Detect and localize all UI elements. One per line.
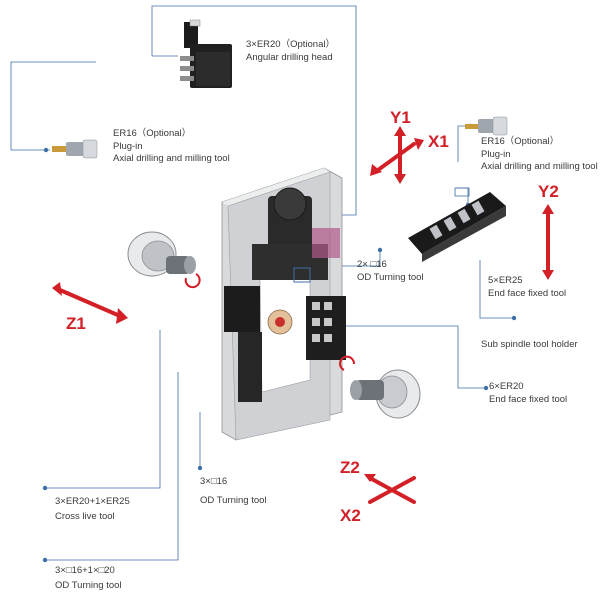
er25-name: End face fixed tool: [488, 287, 567, 299]
od-3x16-label: 3×□16 OD Turning tool: [200, 476, 267, 507]
od-combo-name: OD Turning tool: [55, 579, 122, 591]
left-spindle-illustration: [127, 231, 201, 289]
sub-spindle-holder-illustration: [408, 187, 506, 262]
er16-left-tool-illustration: [52, 139, 98, 159]
er16-left-label: ER16（Optional） Plug-in Axial drilling an…: [113, 128, 230, 166]
angular-head-spec: 3×ER20（Optional）: [246, 39, 335, 50]
axis-label-y1: Y1: [390, 108, 411, 127]
right-spindle-illustration: [339, 355, 421, 419]
er16-right-label: ER16（Optional） Plug-in Axial drilling an…: [481, 136, 598, 174]
er16-right-type: Plug-in: [481, 148, 511, 160]
leader-lines: [10, 5, 514, 561]
cross-live-label: 3×ER20+1×ER25 Cross live tool: [55, 496, 130, 523]
er20-6-spec: 6×ER20: [489, 381, 524, 392]
motion-arrows: [52, 126, 554, 504]
od-combo-label: 3×□16+1×□20 OD Turning tool: [55, 565, 122, 592]
cross-live-spec: 3×ER20+1×ER25: [55, 496, 130, 507]
od-2x16-spec: 2× □16: [357, 259, 387, 270]
turret-illustration: [221, 167, 346, 441]
axis-label-z1: Z1: [66, 314, 86, 333]
axis-label-z2: Z2: [340, 458, 360, 477]
er25-spec: 5×ER25: [488, 275, 523, 286]
od-combo-spec: 3×□16+1×□20: [55, 565, 115, 576]
axis-label-y2: Y2: [538, 182, 559, 201]
angular-drilling-head-illustration: [180, 19, 232, 88]
er20-6-label: 6×ER20 End face fixed tool: [489, 381, 567, 406]
axis-label-x2: X2: [340, 506, 361, 525]
axis-label-x1: X1: [428, 132, 449, 151]
od-3x16-name: OD Turning tool: [200, 494, 267, 506]
angular-head-name: Angular drilling head: [246, 51, 333, 63]
er16-left-type: Plug-in: [113, 140, 143, 152]
sub-spindle-label: Sub spindle tool holder: [481, 339, 578, 352]
od-2x16-label: 2× □16 OD Turning tool: [357, 259, 424, 284]
er16-right-spec: ER16（Optional）: [481, 136, 560, 147]
er25-label: 5×ER25 End face fixed tool: [488, 275, 566, 300]
od-2x16-name: OD Turning tool: [357, 271, 424, 283]
angular-head-label: 3×ER20（Optional） Angular drilling head: [246, 39, 335, 64]
er16-right-tool-illustration: [465, 116, 508, 136]
sub-spindle-name: Sub spindle tool holder: [481, 339, 578, 350]
er16-left-spec: ER16（Optional）: [113, 128, 192, 139]
cross-live-name: Cross live tool: [55, 510, 115, 522]
od-3x16-spec: 3×□16: [200, 476, 228, 487]
er16-right-name: Axial drilling and milling tool: [481, 161, 598, 172]
er16-left-name: Axial drilling and milling tool: [113, 153, 230, 164]
er20-6-name: End face fixed tool: [489, 393, 568, 405]
